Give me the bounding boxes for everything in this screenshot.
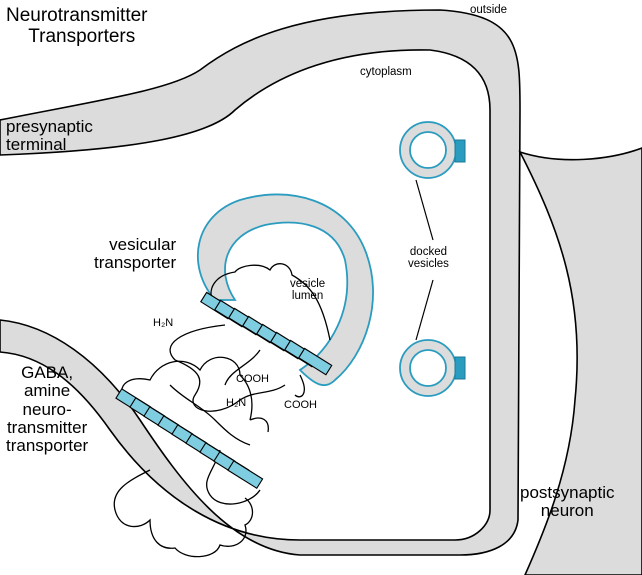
- label-gaba-transporter: GABA, amine neuro- transmitter transport…: [6, 363, 89, 456]
- label-cooh-plasma: COOH: [284, 399, 317, 411]
- diagram-title: Neurotransmitter Transporters: [6, 5, 148, 47]
- label-cooh-vesicular: COOH: [236, 373, 269, 385]
- postsynaptic-neuron: [518, 147, 642, 575]
- title-line-2: Transporters: [28, 25, 136, 47]
- presynaptic-membrane: [0, 9, 521, 556]
- vesicular-loops: [169, 263, 331, 412]
- plasma-loops: [113, 356, 269, 558]
- docked-vesicle-2: [399, 339, 466, 397]
- label-docked-vesicles: docked vesicles: [408, 246, 449, 271]
- label-vesicular-transporter: vesicular transporter: [94, 235, 177, 273]
- label-presynaptic-terminal: presynaptic terminal: [6, 117, 93, 155]
- title-line-1: Neurotransmitter: [6, 5, 148, 26]
- label-h2n-plasma: H₂N: [226, 397, 247, 409]
- plasma-transporter: [115, 388, 264, 490]
- label-postsynaptic-neuron: postsynaptic neuron: [520, 483, 615, 521]
- docked-pointer-lower: [415, 279, 434, 341]
- label-h2n-vesicular: H₂N: [153, 317, 174, 329]
- docked-vesicle-1: [399, 121, 466, 179]
- label-cytoplasm: cytoplasm: [360, 66, 412, 78]
- docked-pointer-upper: [415, 179, 434, 241]
- label-outside: outside: [470, 4, 508, 16]
- large-vesicle: [196, 193, 374, 387]
- label-vesicle-lumen: vesicle lumen: [290, 278, 326, 303]
- vesicular-transporter: [200, 291, 333, 376]
